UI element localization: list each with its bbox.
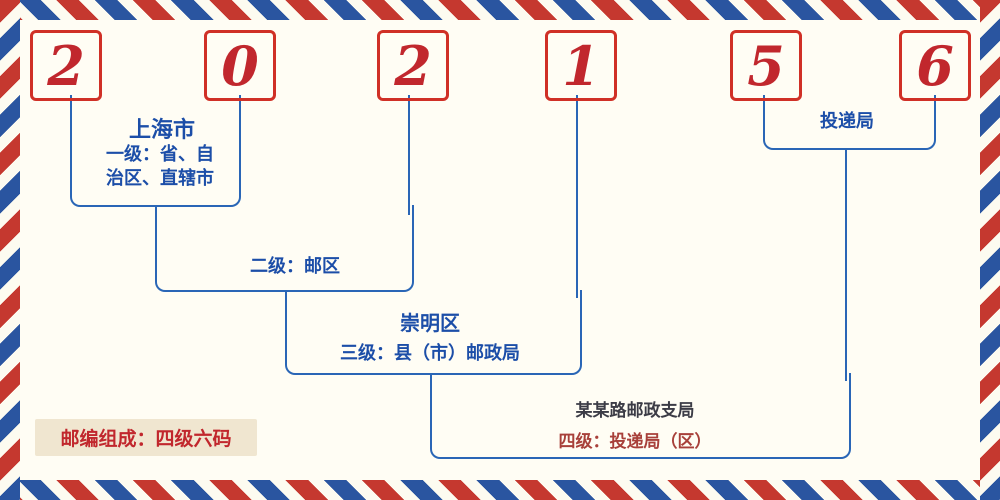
bracket-delivery-office xyxy=(763,95,936,150)
postal-digit-3: 2 xyxy=(377,30,449,101)
postal-digit-1: 2 xyxy=(30,30,102,101)
label-level4-desc: 四级：投递局（区） xyxy=(558,432,712,452)
airmail-border-bottom xyxy=(0,480,1000,500)
connector-line-level2 xyxy=(408,95,410,215)
postal-digit-2: 0 xyxy=(204,30,276,101)
connector-line-level4 xyxy=(845,148,847,381)
composition-note-badge: 邮编组成：四级六码 xyxy=(35,419,257,456)
airmail-border-right xyxy=(980,0,1000,500)
label-suboffice: 某某路邮政支局 xyxy=(575,401,695,421)
label-city-shanghai: 上海市 xyxy=(128,118,195,143)
label-district-chongming: 崇明区 xyxy=(400,311,460,335)
postal-digit-4: 1 xyxy=(545,30,617,101)
label-level1-desc: 一级：省、自 治区、直辖市 xyxy=(106,144,214,190)
postal-digit-5: 5 xyxy=(730,30,802,101)
label-level2-desc: 二级：邮区 xyxy=(250,256,340,277)
postal-digit-6: 6 xyxy=(899,30,971,101)
airmail-border-top xyxy=(0,0,1000,20)
bracket-level4 xyxy=(430,373,851,459)
label-delivery-office: 投递局 xyxy=(820,111,874,132)
airmail-border-left xyxy=(0,0,20,500)
connector-line-level3 xyxy=(576,95,578,298)
label-level3-desc: 三级：县（市）邮政局 xyxy=(340,343,520,364)
bracket-level2 xyxy=(155,205,414,292)
